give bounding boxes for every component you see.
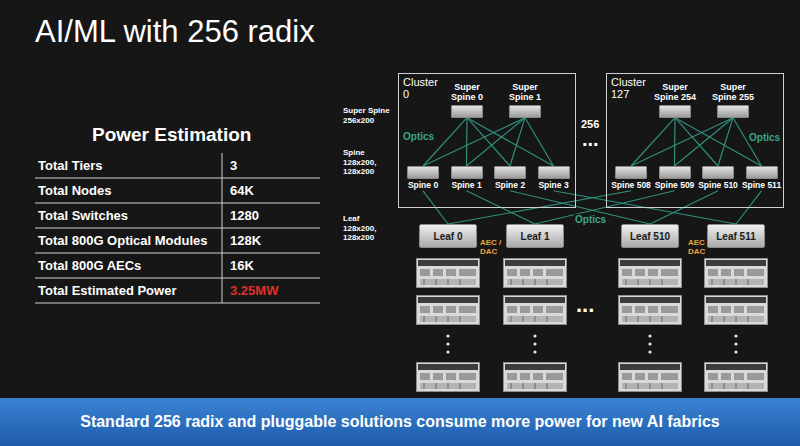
spine-switch: Spine 1 [446, 166, 488, 191]
node-label: Leaf 1 [521, 231, 550, 242]
node-label: Spine 511 [741, 181, 783, 191]
spine-switch: Spine 0 [402, 166, 444, 191]
link-line [631, 118, 733, 166]
table-cell: Total Switches [38, 203, 128, 228]
node-label: Super Spine 255 [708, 82, 758, 103]
spine-switch: Spine 2 [489, 166, 531, 191]
switch-icon [702, 166, 734, 179]
table-cell: 1280 [230, 203, 259, 228]
node-label: Spine 509 [654, 181, 696, 191]
leaf-switch: Leaf 510 [621, 224, 679, 248]
table-heading: Power Estimation [92, 124, 251, 146]
link-line [423, 118, 525, 166]
spine-switch: Spine 508 [610, 166, 652, 191]
switch-icon [615, 166, 647, 179]
table-cell: Total 800G AECs [38, 253, 141, 278]
switch-icon [494, 166, 526, 179]
node-label: Spine 1 [446, 181, 488, 191]
ellipsis: ... [582, 128, 599, 151]
link-line [718, 118, 733, 166]
node-label: Cluster 0 [403, 76, 445, 100]
slide-title: AI/ML with 256 radix [35, 14, 315, 50]
super-spine-switch: Super Spine 255 [708, 82, 758, 118]
node-label: Spine 508 [610, 181, 652, 191]
node-label: Cluster 127 [611, 76, 653, 100]
switch-icon [509, 105, 541, 118]
switch-icon [451, 105, 483, 118]
caption-banner: Standard 256 radix and pluggable solutio… [0, 398, 800, 446]
node-label: Spine 3 [533, 181, 575, 191]
media-label: Optics [748, 132, 781, 143]
tier-label: Super Spine 256x200 [343, 106, 393, 125]
node-label: Leaf 511 [716, 231, 755, 242]
media-label: AEC / DAC [480, 238, 508, 256]
link-line [631, 118, 675, 166]
caption-text: Standard 256 radix and pluggable solutio… [72, 412, 728, 431]
table-cell: 3 [230, 153, 237, 178]
table-cell: 64K [230, 178, 254, 203]
tier-label: Leaf 128x200, 128x200 [343, 214, 393, 243]
table-cell: Total 800G Optical Modules [38, 228, 208, 253]
link-line [466, 118, 468, 166]
switch-icon [451, 166, 483, 179]
spine-switch: Spine 509 [654, 166, 696, 191]
link-line [674, 118, 676, 166]
node-label: Spine 0 [402, 181, 444, 191]
tier-label: Spine 128x200, 128x200 [343, 148, 393, 177]
table-cell: 3.25MW [230, 278, 278, 303]
link-line [510, 118, 525, 166]
node-label: Super Spine 254 [650, 82, 700, 103]
table-cell: Total Nodes [38, 178, 111, 203]
link-line [525, 118, 554, 166]
table-cell: 128K [230, 228, 261, 253]
node-label: Spine 2 [489, 181, 531, 191]
table-cell: Total Estimated Power [38, 278, 176, 303]
leaf-switch: Leaf 1 [506, 224, 564, 248]
super-spine-switch: Super Spine 0 [442, 82, 492, 118]
table-cell: Total Tiers [38, 153, 103, 178]
leaf-switch: Leaf 0 [419, 224, 477, 248]
table-cell: 16K [230, 253, 254, 278]
node-label: Leaf 0 [434, 231, 463, 242]
node-label: Super Spine 1 [500, 82, 550, 103]
switch-icon [746, 166, 778, 179]
cluster-box: Cluster 127Super Spine 254 Super Spine 25… [606, 73, 784, 208]
spine-switch: Spine 3 [533, 166, 575, 191]
media-label: Optics [402, 131, 435, 142]
switch-icon [659, 166, 691, 179]
switch-icon [407, 166, 439, 179]
spine-switch: Spine 510 [697, 166, 739, 191]
ellipsis: ... [576, 292, 594, 318]
switch-icon [538, 166, 570, 179]
super-spine-switch: Super Spine 1 [500, 82, 550, 118]
switch-icon [717, 105, 749, 118]
node-label: Spine 510 [697, 181, 739, 191]
spine-switch: Spine 511 [741, 166, 783, 191]
link-line [675, 118, 734, 166]
node-label: Leaf 510 [630, 231, 670, 242]
media-label: Optics [574, 214, 607, 225]
leaf-switch: Leaf 511 [707, 224, 765, 248]
cluster-box: Cluster 0Super Spine 0 Super Spine 1 Spine… [398, 73, 576, 208]
super-spine-switch: Super Spine 254 [650, 82, 700, 118]
node-label: Super Spine 0 [442, 82, 492, 103]
link-line [467, 118, 526, 166]
switch-icon [659, 105, 691, 118]
